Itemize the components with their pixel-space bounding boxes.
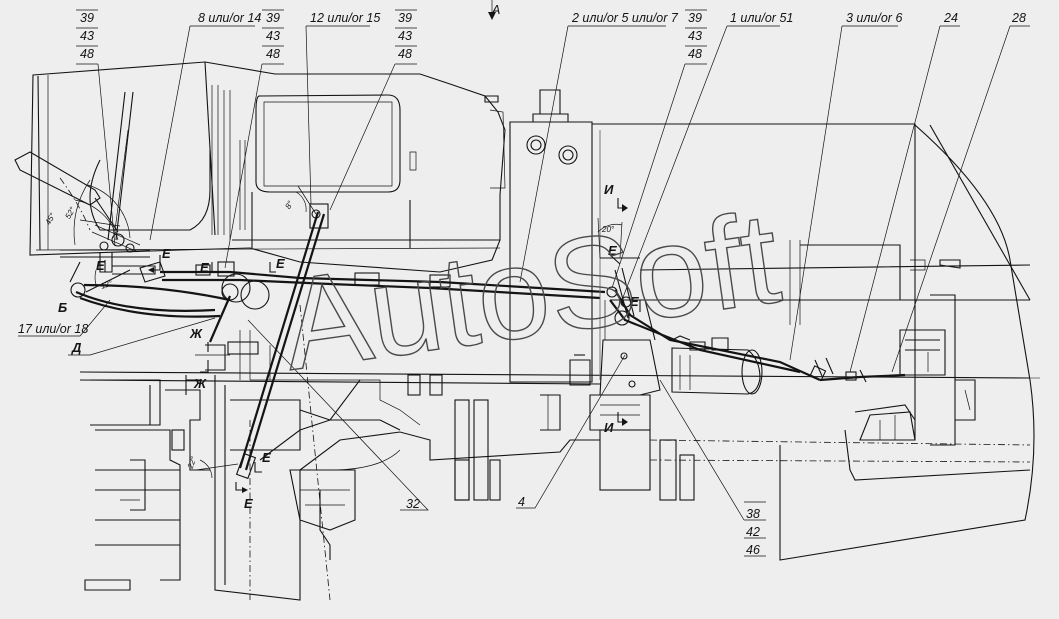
engine-side bbox=[407, 89, 1040, 561]
angle-labels: 45° 52° 12° 8° 20° 22° bbox=[43, 199, 614, 471]
leader-lines bbox=[18, 0, 1030, 557]
section-markers bbox=[104, 198, 641, 493]
callout-c7-top: 39 bbox=[688, 11, 702, 25]
section-e-3: Е bbox=[200, 260, 209, 275]
section-e-2: Е bbox=[96, 258, 105, 273]
angle-52: 52° bbox=[63, 205, 77, 221]
callout-c3-top: 39 bbox=[266, 11, 280, 25]
section-e-4: Е bbox=[276, 256, 285, 271]
callout-c7-mid: 43 bbox=[688, 29, 702, 43]
section-zh-1: Ж bbox=[189, 326, 203, 341]
callout-c1-bot: 48 bbox=[80, 47, 94, 61]
callout-c5-bot: 48 bbox=[398, 47, 412, 61]
callout-c16-mid: 42 bbox=[746, 525, 760, 539]
view-arrow-label: A bbox=[491, 3, 500, 17]
callout-c4: 12 или/or 15 bbox=[310, 11, 380, 25]
angle-8: 8° bbox=[283, 199, 295, 211]
section-letters: Е Е Е Е Е Е Е Е Ж Ж И И bbox=[96, 182, 639, 511]
callout-c17: Б bbox=[58, 300, 67, 315]
callout-c1-top: 39 bbox=[80, 11, 94, 25]
callout-c10: 24 bbox=[943, 11, 958, 25]
angle-22: 22° bbox=[185, 455, 198, 471]
callout-c6: 2 или/or 5 или/or 7 bbox=[571, 11, 679, 25]
callout-c7-bot: 48 bbox=[688, 47, 702, 61]
section-e-8: Е bbox=[244, 496, 253, 511]
pedal-assembly bbox=[14, 91, 166, 298]
angle-45: 45° bbox=[43, 211, 57, 227]
section-i-1: И bbox=[604, 182, 614, 197]
cable-clamps bbox=[814, 357, 867, 383]
callout-c16-bot: 46 bbox=[746, 543, 760, 557]
callouts: A 39 43 48 8 или/or 14 39 43 48 12 или/o… bbox=[18, 3, 1026, 557]
callout-c11: 28 bbox=[1011, 11, 1026, 25]
section-e-5: Е bbox=[608, 243, 617, 258]
callout-c9: 3 или/or 6 bbox=[846, 11, 902, 25]
callout-c5-mid: 43 bbox=[398, 29, 412, 43]
section-e-1: Е bbox=[162, 246, 171, 261]
callout-c3-bot: 48 bbox=[266, 47, 280, 61]
callout-c12: 17 или/or 18 bbox=[18, 322, 88, 336]
angle-arcs bbox=[74, 184, 623, 479]
watermark-text: AutoSoft bbox=[274, 184, 788, 398]
callout-c16-top: 38 bbox=[746, 507, 760, 521]
callout-c5-top: 39 bbox=[398, 11, 412, 25]
callout-c15: 4 bbox=[518, 495, 525, 509]
cable-fittings bbox=[195, 185, 857, 480]
section-zh-2: Ж bbox=[193, 376, 207, 391]
section-e-7: Е bbox=[262, 450, 271, 465]
angle-12: 12° bbox=[99, 278, 114, 291]
callout-c8: 1 или/or 51 bbox=[730, 11, 793, 25]
frame-and-transmission bbox=[79, 304, 1031, 601]
callout-c1-mid: 43 bbox=[80, 29, 94, 43]
callout-c3-mid: 43 bbox=[266, 29, 280, 43]
callout-c14: 32 bbox=[406, 497, 420, 511]
section-i-2: И bbox=[604, 420, 614, 435]
callout-c13: Д bbox=[71, 340, 82, 355]
callout-c2: 8 или/or 14 bbox=[198, 11, 261, 25]
angle-20: 20° bbox=[601, 225, 615, 234]
section-e-6: Е bbox=[630, 294, 639, 309]
